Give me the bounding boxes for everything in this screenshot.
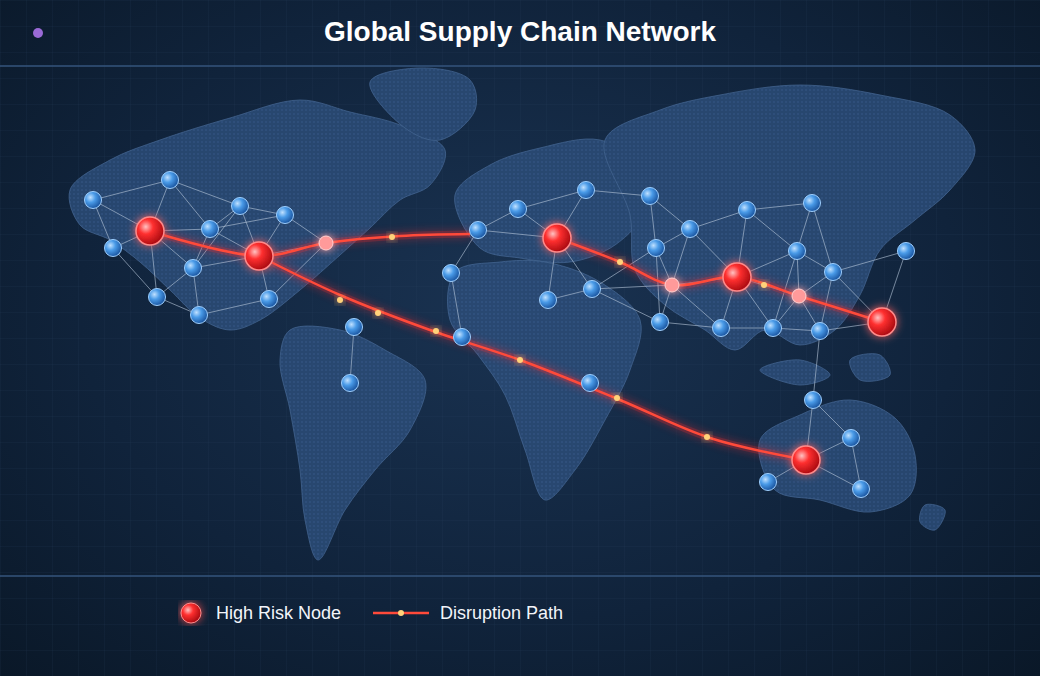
network-node bbox=[825, 264, 842, 281]
high-risk-node bbox=[245, 242, 273, 270]
minor-risk-node bbox=[319, 236, 333, 250]
network-node bbox=[652, 314, 669, 331]
legend-node-sample bbox=[178, 600, 208, 626]
path-spark bbox=[517, 357, 523, 363]
legend-label: Disruption Path bbox=[440, 603, 563, 624]
disruption-glow bbox=[557, 238, 882, 322]
network-node bbox=[277, 207, 294, 224]
network-node bbox=[804, 195, 821, 212]
network-link bbox=[113, 248, 157, 297]
network-node bbox=[812, 323, 829, 340]
land-mass bbox=[280, 326, 426, 560]
high-risk-node bbox=[868, 308, 896, 336]
minor-risk-node bbox=[792, 289, 806, 303]
network-node bbox=[105, 240, 122, 257]
network-node bbox=[470, 222, 487, 239]
legend-path-sample bbox=[370, 600, 432, 626]
disruption-glow bbox=[150, 231, 470, 256]
network-link bbox=[451, 273, 462, 337]
land-mass bbox=[448, 260, 642, 500]
disruption-path bbox=[259, 256, 806, 460]
network-node bbox=[578, 182, 595, 199]
legend-label: High Risk Node bbox=[216, 603, 341, 624]
network-node bbox=[584, 281, 601, 298]
land-mass bbox=[604, 85, 975, 350]
network-link bbox=[747, 203, 812, 210]
network-node bbox=[805, 392, 822, 409]
network-link bbox=[193, 206, 240, 268]
network-link bbox=[833, 251, 906, 272]
land-mass bbox=[69, 100, 446, 330]
path-spark bbox=[761, 282, 767, 288]
network-node bbox=[765, 320, 782, 337]
network-node bbox=[454, 329, 471, 346]
land-mass bbox=[850, 354, 891, 382]
network-node bbox=[540, 292, 557, 309]
network-node bbox=[582, 375, 599, 392]
disruption-glow bbox=[259, 256, 806, 460]
network-node bbox=[789, 243, 806, 260]
path-spark bbox=[617, 259, 623, 265]
high-risk-node bbox=[136, 217, 164, 245]
network-link bbox=[592, 289, 660, 322]
network-node bbox=[149, 289, 166, 306]
network-link bbox=[199, 299, 269, 315]
network-node bbox=[342, 375, 359, 392]
high-risk-node bbox=[723, 263, 751, 291]
network-node bbox=[713, 320, 730, 337]
path-spark bbox=[375, 310, 381, 316]
network-link bbox=[93, 180, 170, 200]
network-link bbox=[813, 331, 820, 400]
network-link bbox=[210, 215, 285, 229]
network-node bbox=[898, 243, 915, 260]
land-mass bbox=[760, 360, 830, 385]
network-node bbox=[648, 240, 665, 257]
network-node bbox=[162, 172, 179, 189]
network-node bbox=[346, 319, 363, 336]
network-node bbox=[510, 201, 527, 218]
network-link bbox=[690, 210, 747, 229]
path-spark bbox=[614, 395, 620, 401]
network-node bbox=[443, 265, 460, 282]
path-spark bbox=[389, 234, 395, 240]
network-node bbox=[760, 474, 777, 491]
legend-item: High Risk Node bbox=[178, 600, 341, 626]
network-link bbox=[170, 180, 210, 229]
path-spark bbox=[337, 297, 343, 303]
network-node bbox=[853, 481, 870, 498]
network-node bbox=[261, 291, 278, 308]
network-node bbox=[232, 198, 249, 215]
minor-risk-node bbox=[665, 278, 679, 292]
network-node bbox=[682, 221, 699, 238]
network-node bbox=[85, 192, 102, 209]
network-link bbox=[672, 285, 721, 328]
network-node bbox=[202, 221, 219, 238]
network-node bbox=[642, 188, 659, 205]
high-risk-node bbox=[792, 446, 820, 474]
network-link bbox=[592, 285, 672, 289]
network-link bbox=[660, 322, 721, 328]
network-link bbox=[586, 190, 650, 196]
network-node bbox=[739, 202, 756, 219]
path-spark bbox=[704, 434, 710, 440]
disruption-path bbox=[557, 238, 882, 322]
high-risk-node bbox=[543, 224, 571, 252]
legend-item: Disruption Path bbox=[370, 600, 563, 626]
network-node bbox=[843, 430, 860, 447]
disruption-path bbox=[150, 231, 470, 256]
network-link bbox=[747, 210, 797, 251]
path-spark bbox=[433, 328, 439, 334]
chart-title: Global Supply Chain Network bbox=[0, 16, 1040, 48]
land-mass bbox=[919, 504, 945, 530]
land-mass bbox=[370, 68, 477, 140]
network-node bbox=[185, 260, 202, 277]
network-node bbox=[191, 307, 208, 324]
